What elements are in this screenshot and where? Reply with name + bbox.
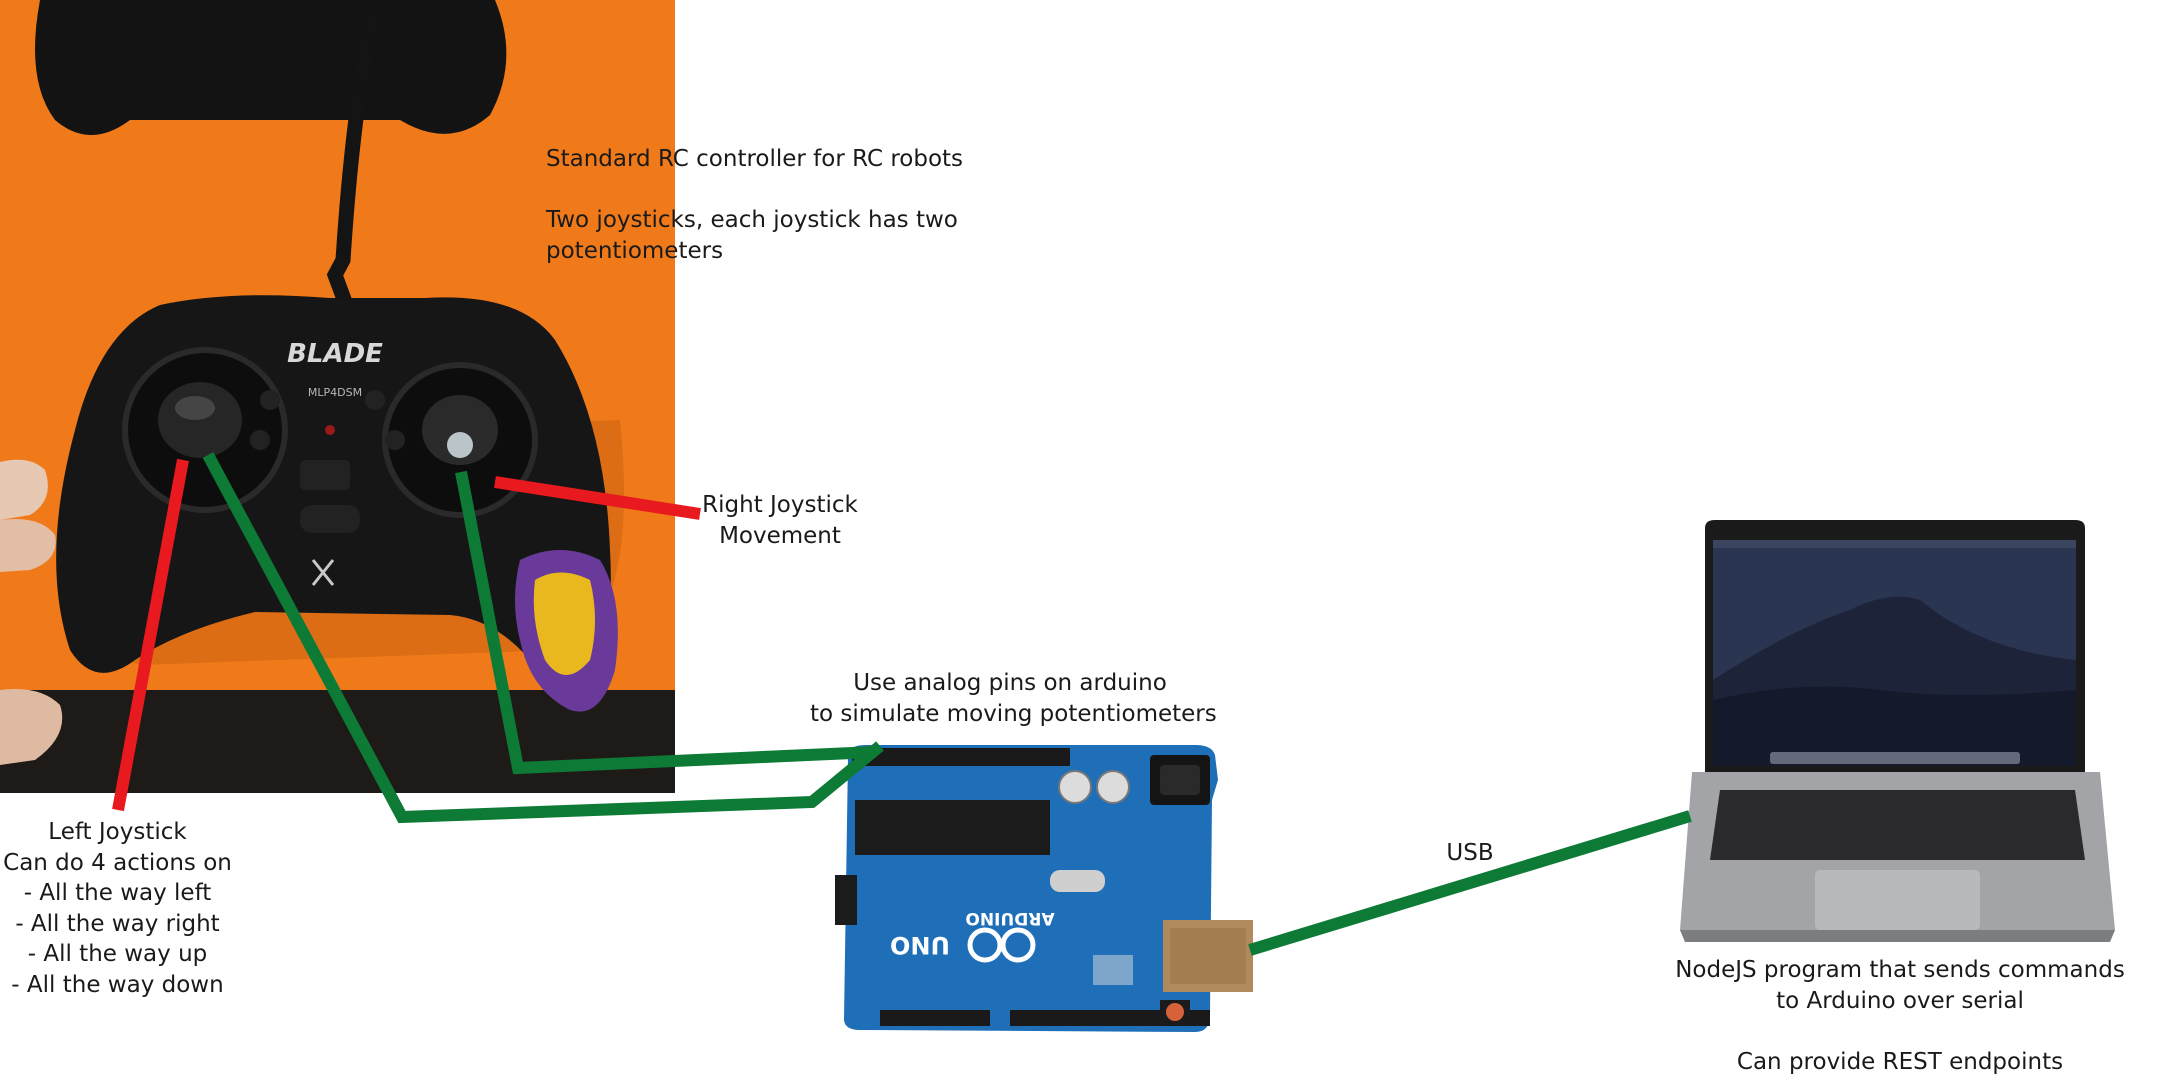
laptop-note-line1: NodeJS program that sends commands xyxy=(1660,955,2140,986)
right-joystick-line1: Right Joystick xyxy=(680,490,880,521)
controller-note: Standard RC controller for RC robots Two… xyxy=(546,144,963,266)
left-joystick xyxy=(158,382,242,458)
arduino-note-line1: Use analog pins on arduino xyxy=(810,668,1210,699)
usb-label-text: USB xyxy=(1420,838,1520,869)
arduino-brand: ARDUINO xyxy=(965,908,1054,928)
arduino-note: Use analog pins on arduino to simulate m… xyxy=(810,668,1210,729)
controller-note-line2: Two joysticks, each joystick has two xyxy=(546,205,963,236)
arduino-model: UNO xyxy=(890,931,950,959)
left-joystick-action-2: - All the way right xyxy=(0,909,235,940)
left-joystick-action-3: - All the way up xyxy=(0,939,235,970)
controller-note-line3: potentiometers xyxy=(546,236,963,267)
right-joystick-label: Right Joystick Movement xyxy=(680,490,880,551)
controller-note-line1: Standard RC controller for RC robots xyxy=(546,144,963,175)
left-joystick-label: Left Joystick Can do 4 actions on - All … xyxy=(0,817,235,1000)
controller-brand: BLADE xyxy=(287,339,383,369)
usb-label: USB xyxy=(1420,838,1520,869)
right-joystick-line2: Movement xyxy=(680,521,880,552)
arduino-note-line2: to simulate moving potentiometers xyxy=(810,699,1210,730)
left-joystick-action-1: - All the way left xyxy=(0,878,235,909)
controller-photo: BLADE MLP4DSM xyxy=(0,0,675,793)
left-joystick-action-4: - All the way down xyxy=(0,970,235,1001)
usb-cable xyxy=(1250,816,1690,950)
laptop-note: NodeJS program that sends commands to Ar… xyxy=(1660,955,2140,1077)
laptop-note-line3: Can provide REST endpoints xyxy=(1660,1047,2140,1078)
left-joystick-title: Left Joystick xyxy=(0,817,235,848)
left-joystick-subtitle: Can do 4 actions on xyxy=(0,848,235,879)
arduino-board: ARDUINO UNO xyxy=(835,745,1253,1032)
laptop xyxy=(1680,520,2115,942)
laptop-note-line2: to Arduino over serial xyxy=(1660,986,2140,1017)
atmega-chip xyxy=(855,800,1050,855)
controller-model: MLP4DSM xyxy=(308,386,362,399)
